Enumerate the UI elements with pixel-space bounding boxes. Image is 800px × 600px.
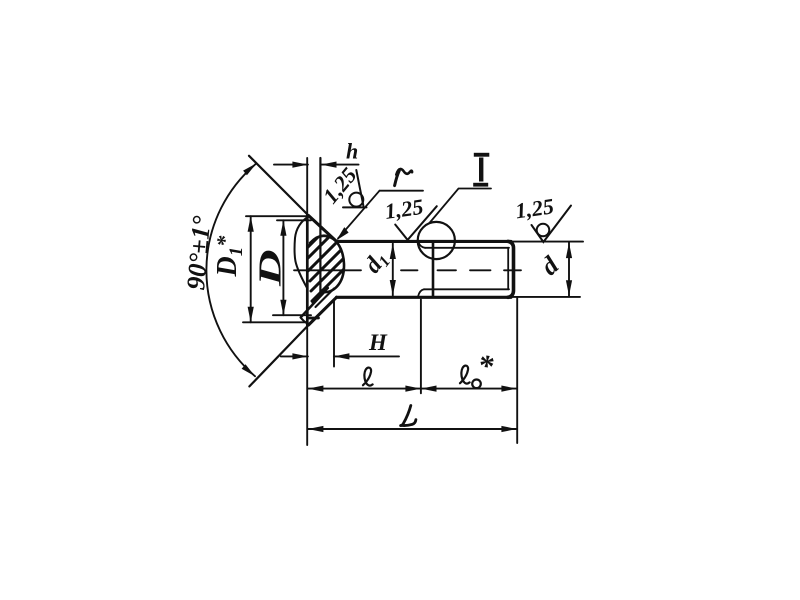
svg-text:1,25: 1,25 (383, 194, 425, 224)
svg-text:1,25: 1,25 (514, 193, 556, 223)
svg-text:h: h (346, 139, 358, 164)
svg-text:*: * (478, 348, 494, 383)
svg-text:90°±1°: 90°±1° (181, 214, 216, 291)
svg-text:H: H (368, 330, 388, 355)
svg-text:D: D (253, 249, 289, 287)
